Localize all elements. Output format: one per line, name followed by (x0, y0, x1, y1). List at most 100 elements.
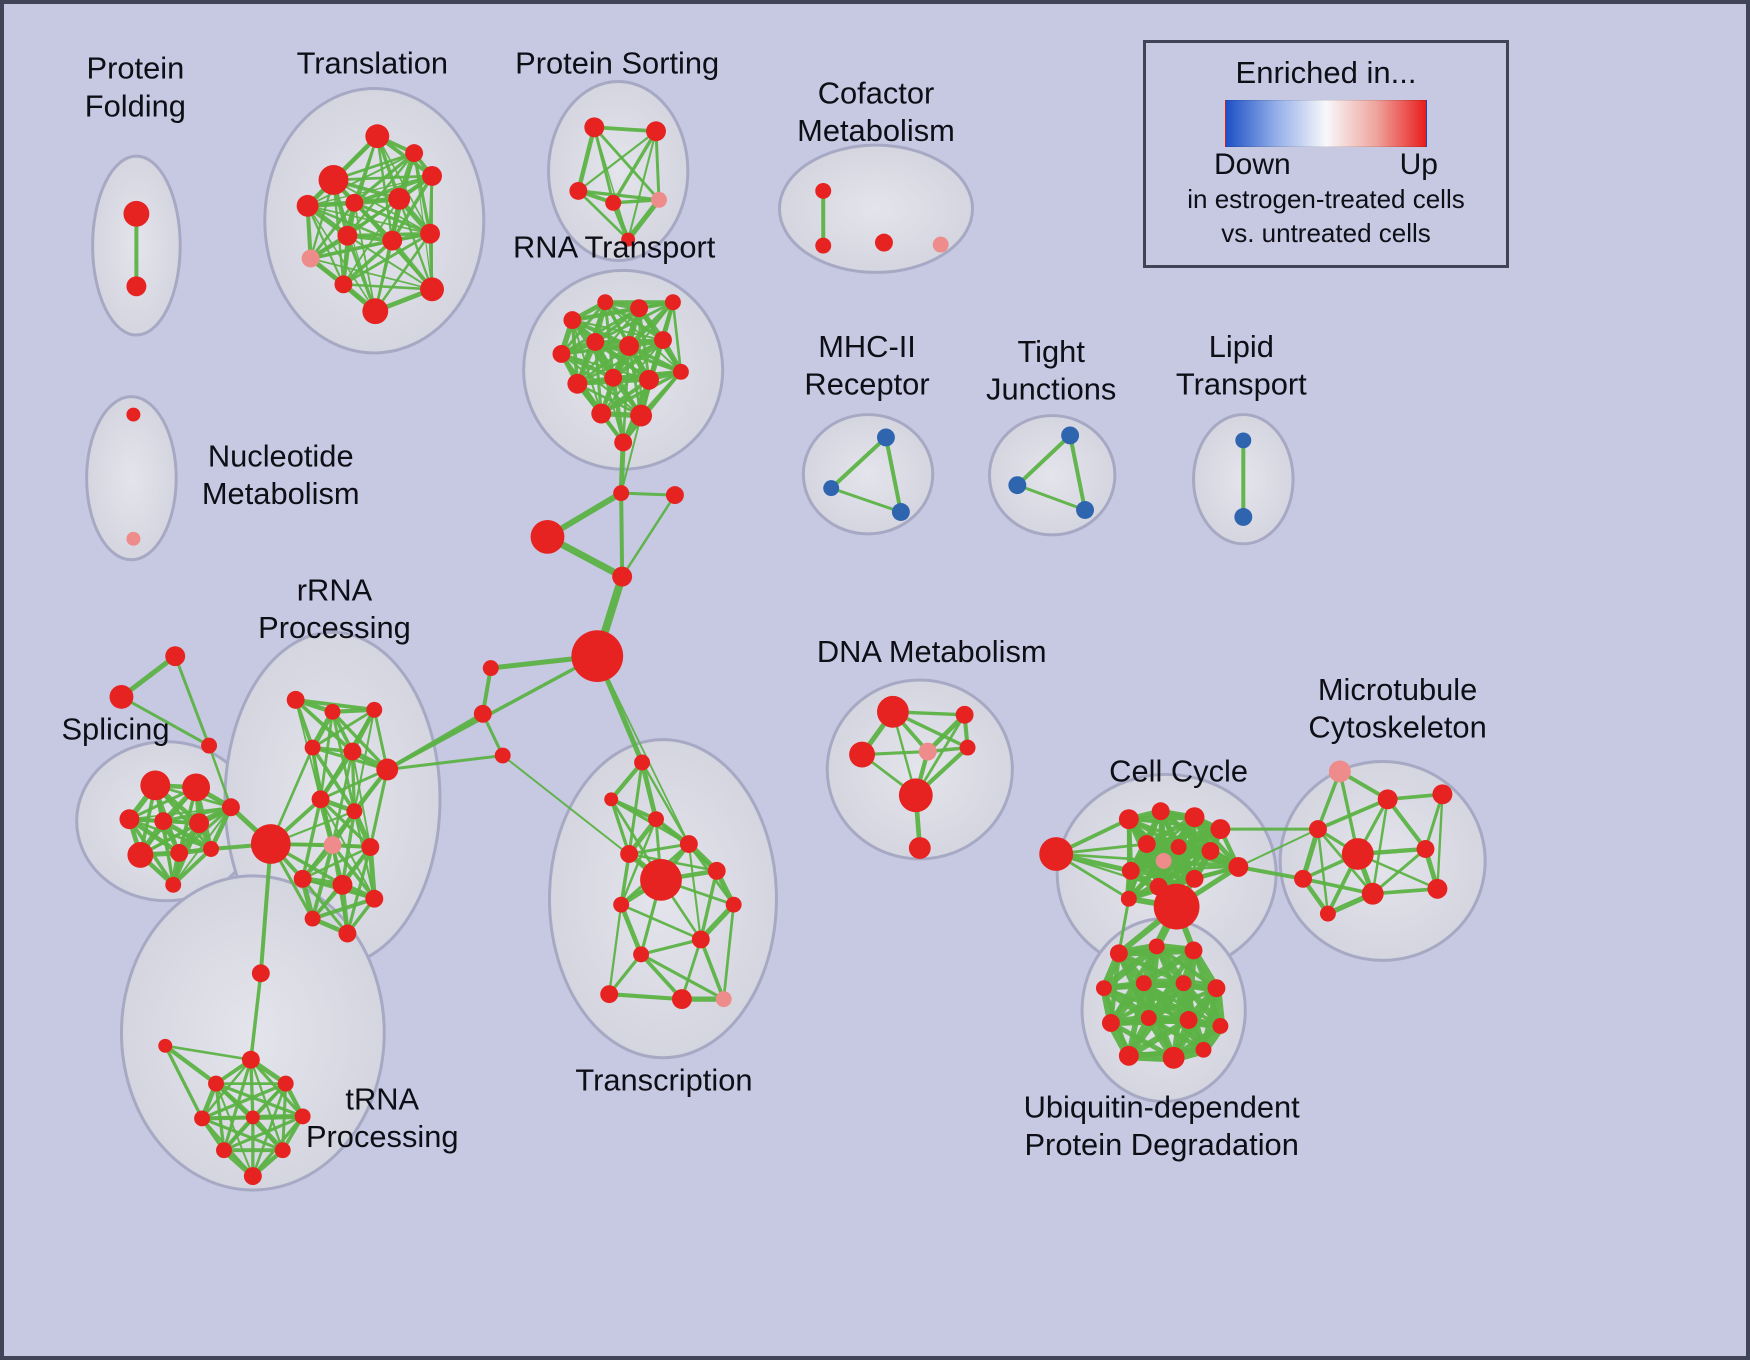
node-rrna-processing-6 (250, 824, 291, 864)
legend-title: Enriched in... (1235, 55, 1417, 90)
edge (200, 1081, 288, 1121)
node-cell-cycle-13 (1153, 883, 1200, 930)
legend-subtitle-line1: in estrogen-treated cells (1187, 184, 1465, 214)
node-splicing-3 (154, 812, 173, 831)
node-translation-2 (365, 124, 390, 149)
node-cell-cycle-1 (1118, 809, 1139, 830)
edge (883, 435, 903, 514)
edge (1128, 868, 1198, 882)
node-ubiquitin-3 (1095, 980, 1112, 997)
inter-cluster-edge (619, 491, 677, 497)
cluster-label-ubiquitin: Protein Degradation (1024, 1127, 1298, 1162)
node-dna-metabolism-3 (918, 742, 937, 761)
edge (1140, 946, 1198, 987)
node-tight-junctions-2 (1076, 501, 1094, 519)
node-splicing-9 (165, 876, 182, 893)
edge (163, 1044, 204, 1121)
node-rrna-processing-3 (304, 739, 321, 756)
node-translation-6 (388, 187, 411, 210)
node-translation-13 (334, 275, 353, 294)
edge (576, 338, 665, 386)
node-rrna-processing-4 (343, 742, 362, 761)
edge (559, 300, 607, 356)
node-protein-folding-1 (126, 276, 147, 297)
node-protein-folding-0 (123, 200, 150, 227)
edge (608, 903, 623, 996)
node-trna-processing-8 (274, 1142, 291, 1159)
node-connectors-3 (665, 486, 684, 505)
node-trna-processing-1 (158, 1038, 173, 1053)
node-transcription-9 (691, 930, 710, 949)
node-rrna-processing-5 (376, 758, 399, 781)
node-rrna-processing-2 (366, 701, 383, 718)
edge (1015, 483, 1087, 512)
node-protein-sorting-1 (646, 121, 666, 142)
edge (1316, 797, 1390, 831)
edge (627, 852, 718, 873)
cluster-label-dna-metabolism: DNA Metabolism (817, 634, 1047, 669)
edge (172, 806, 232, 886)
node-cell-cycle-8 (1155, 852, 1172, 869)
cluster-label-nucleotide-metabolism: Nucleotide (208, 438, 354, 473)
node-tight-junctions-1 (1008, 476, 1027, 495)
node-transcription-3 (679, 835, 698, 853)
cluster-label-lipid-transport: Transport (1176, 367, 1307, 402)
node-lipid-transport-0 (1235, 432, 1252, 449)
node-rna-transport-0 (563, 311, 582, 330)
node-splicing-1 (182, 773, 211, 802)
edge (1129, 865, 1240, 872)
node-transcription-6 (707, 861, 726, 880)
node-dna-metabolism-0 (876, 695, 909, 728)
edge (306, 204, 377, 313)
node-microtubule-cytoskeleton-4 (1341, 838, 1374, 870)
node-protein-sorting-0 (584, 117, 605, 138)
node-rrna-processing-9 (323, 836, 342, 854)
cluster-label-translation: Translation (297, 46, 448, 81)
cluster-label-mhc-ii-receptor: Receptor (804, 367, 929, 402)
node-ubiquitin-2 (1184, 941, 1203, 960)
node-microtubule-cytoskeleton-5 (1416, 840, 1435, 858)
node-trna-processing-9 (243, 1167, 262, 1186)
edge (341, 238, 395, 287)
inter-cluster-edge (1237, 828, 1319, 868)
cluster-label-nucleotide-metabolism: Metabolism (202, 476, 360, 511)
node-mhc-ii-receptor-0 (876, 428, 895, 447)
node-transcription-7 (725, 896, 742, 913)
node-cofactor-metabolism-1 (815, 237, 832, 254)
edge (610, 337, 666, 381)
edge (413, 152, 433, 290)
node-cofactor-metabolism-3 (932, 236, 949, 253)
edge (619, 903, 703, 941)
node-microtubule-cytoskeleton-7 (1361, 882, 1384, 905)
edge (618, 902, 644, 957)
edge (163, 1044, 253, 1062)
edge (627, 130, 658, 241)
cluster-label-protein-folding: Protein (87, 51, 185, 86)
node-rrna-processing-7 (311, 790, 330, 809)
legend: Enriched in... Down Up in estrogen-treat… (1143, 40, 1509, 268)
node-rrna-processing-14 (304, 910, 321, 927)
node-translation-7 (301, 249, 320, 268)
edge (319, 768, 389, 801)
node-nucleotide-metabolism-1 (126, 531, 141, 546)
node-cell-cycle-0 (1039, 837, 1074, 871)
cluster-ellipse-tight-junctions (987, 414, 1117, 537)
inter-cluster-edge (207, 744, 233, 809)
edge (310, 896, 377, 921)
node-nucleotide-metabolism-0 (126, 407, 141, 422)
edge (593, 300, 675, 344)
edge (592, 125, 658, 134)
node-microtubule-cytoskeleton-2 (1432, 784, 1453, 805)
cluster-ellipse-cofactor-metabolism (777, 143, 975, 274)
inter-cluster-edge (385, 754, 505, 771)
node-splicing-5 (221, 798, 240, 817)
node-cell-cycle-5 (1137, 835, 1156, 853)
edge (654, 129, 661, 202)
edge (306, 204, 345, 286)
node-rna-transport-2 (630, 299, 649, 318)
node-transcription-1 (604, 792, 619, 807)
node-transcription-10 (633, 946, 650, 963)
edge (1015, 433, 1073, 488)
node-ubiquitin-4 (1135, 975, 1152, 992)
